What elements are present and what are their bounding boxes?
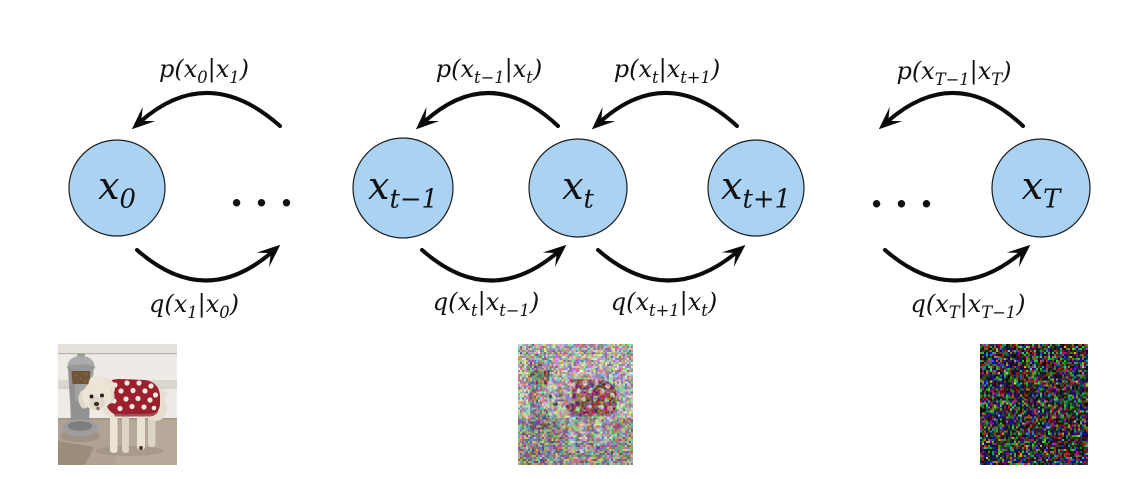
- image-xT-pure-noise: [980, 344, 1088, 465]
- p-label-2: p(xt|xt+1): [614, 57, 720, 81]
- p-arrow-x0-given-x1: [140, 93, 280, 126]
- noise-overlay: [518, 344, 633, 465]
- node-label-xt-1: xt−1: [368, 167, 438, 205]
- p-label-0: p(x0|x1): [159, 57, 249, 81]
- p-arrow-xT-1-given-xT: [887, 93, 1023, 126]
- q-label-2: q(xt+1|xt): [611, 290, 717, 314]
- ellipsis-dots-left: ···: [230, 184, 305, 224]
- node-label-xt: xt: [562, 167, 594, 205]
- q-arrow-xt+1-given-xt: [598, 250, 737, 281]
- dog-eye: [100, 394, 104, 398]
- pure-noise-canvas: [980, 344, 1088, 465]
- p-arrow-xt-1-given-xt: [424, 93, 558, 126]
- dog-eye: [90, 395, 94, 399]
- p-label-1: p(xt−1|xt): [436, 57, 542, 81]
- q-label-1: q(xt|xt−1): [433, 290, 539, 314]
- image-x0-clean-dog-photo: [58, 344, 177, 465]
- p-label-3: p(xT−1|xT): [896, 59, 1011, 83]
- p-arrow-xt-given-xt+1: [600, 93, 737, 126]
- q-label-0: q(x1|x0): [149, 292, 239, 316]
- ellipsis-dots-right: ···: [870, 185, 945, 225]
- dog-nose: [94, 402, 99, 406]
- q-label-3: q(xT|xT−1): [910, 292, 1025, 316]
- node-label-xT: xT: [1022, 167, 1061, 205]
- q-arrow-xT-given-xT-1: [885, 250, 1022, 281]
- dog-photo-illustration: [58, 344, 177, 465]
- q-arrow-xt-given-xt-1: [422, 250, 558, 281]
- node-label-xt+1: xt+1: [721, 167, 791, 205]
- image-xt-noisy-dog-photo: [518, 344, 633, 465]
- node-label-x0: x0: [98, 167, 136, 205]
- q-arrow-x1-given-x0: [137, 250, 272, 281]
